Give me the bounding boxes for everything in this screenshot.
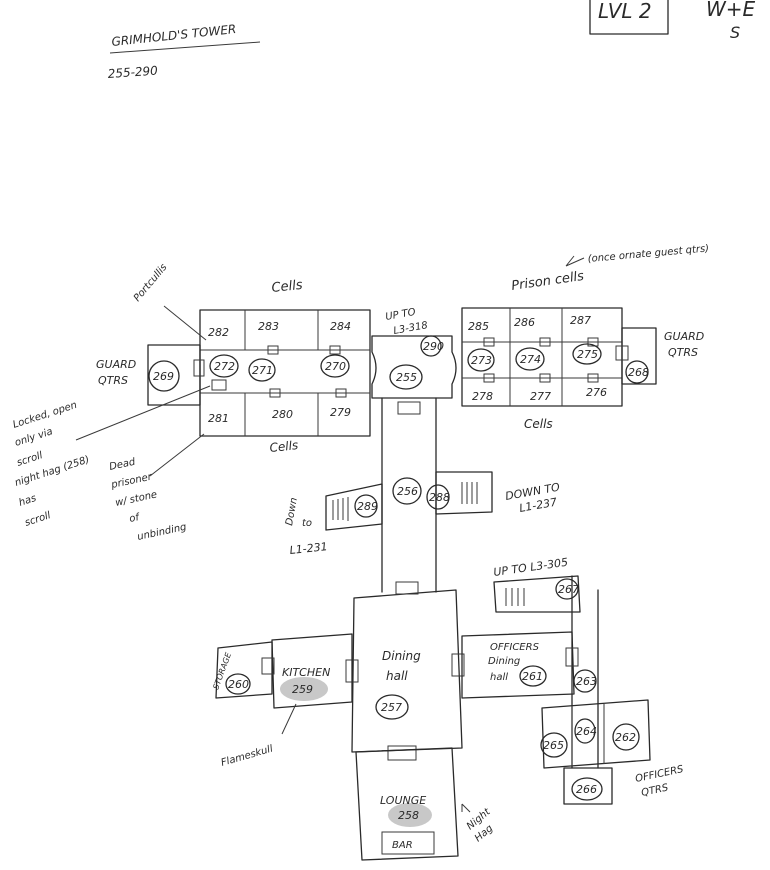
room-266: 266 xyxy=(576,783,597,796)
level-label: LVL 2 xyxy=(598,0,652,23)
compass-label: W+E xyxy=(706,0,756,21)
east-stair-wing xyxy=(435,471,493,515)
label-dead-1: Dead xyxy=(108,457,137,473)
room-289: 289 xyxy=(357,500,378,513)
level-box xyxy=(589,0,669,35)
label-officers-qtrs-a: OFFICERS xyxy=(634,764,685,785)
room-278: 278 xyxy=(472,390,493,403)
east-guard-qtrs xyxy=(615,327,657,385)
label-up-to-318-b: L3-318 xyxy=(393,320,429,337)
room-287: 287 xyxy=(570,314,591,327)
room-267: 267 xyxy=(558,583,579,596)
compass-south: S xyxy=(730,23,740,42)
lounge xyxy=(355,747,459,861)
label-down-231-a: Down xyxy=(284,497,300,527)
room-261: 261 xyxy=(522,670,543,683)
label-locked-6: scroll xyxy=(24,510,53,529)
label-cells-top: Cells xyxy=(271,278,304,296)
label-bar: BAR xyxy=(392,840,413,851)
room-numbers: 255 256 257 258 259 260 261 262 263 264 … xyxy=(148,314,649,822)
room-280: 280 xyxy=(272,408,293,421)
label-lounge: LOUNGE xyxy=(380,794,426,807)
label-locked-1: Locked, open xyxy=(12,400,79,431)
label-dining-hall-a: Dining xyxy=(382,649,421,663)
label-cells-bottom: Cells xyxy=(269,438,299,455)
room-256: 256 xyxy=(397,485,418,498)
room-268: 268 xyxy=(628,366,649,379)
label-dead-5: unbinding xyxy=(136,522,187,543)
room-288: 288 xyxy=(429,491,450,504)
label-portcullis: Portcullis xyxy=(132,262,170,304)
west-guard-qtrs xyxy=(147,344,227,406)
room-272: 272 xyxy=(214,360,235,373)
label-down-231-c: L1-231 xyxy=(289,540,328,557)
label-locked-5: has xyxy=(18,493,38,509)
room-range: 255-290 xyxy=(107,64,158,81)
storage xyxy=(215,641,275,699)
officers-quarters xyxy=(541,699,651,805)
label-officers-dining-c: hall xyxy=(490,672,508,683)
room-282: 282 xyxy=(208,326,229,339)
label-flameskull: Flameskull xyxy=(220,744,275,769)
label-dead-4: of xyxy=(128,512,141,525)
label-locked-2: only via xyxy=(14,426,55,449)
label-officers-dining-a: OFFICERS xyxy=(490,642,540,653)
label-up-to-318: UP TO xyxy=(385,307,417,323)
room-284: 284 xyxy=(330,320,351,333)
label-locked-3: scroll xyxy=(16,450,45,469)
room-290: 290 xyxy=(423,340,444,353)
officers-stair-corridor xyxy=(493,575,599,769)
label-guard-west: GUARD xyxy=(96,358,136,371)
map-labels: Cells Cells Prison cells Cells (once orn… xyxy=(12,243,710,851)
room-263: 263 xyxy=(576,675,597,688)
label-guard-east: GUARD xyxy=(664,330,704,343)
label-up-to-305: UP TO L3-305 xyxy=(493,556,569,579)
label-officers-qtrs-b: QTRS xyxy=(640,782,670,799)
room-275: 275 xyxy=(577,348,598,361)
room-270: 270 xyxy=(325,360,346,373)
west-stair-wing xyxy=(325,483,383,531)
room-283: 283 xyxy=(258,320,279,333)
label-guard-west-2: QTRS xyxy=(98,374,128,387)
room-271: 271 xyxy=(252,364,273,377)
room-269: 269 xyxy=(153,370,174,383)
room-281: 281 xyxy=(208,412,229,425)
room-264: 264 xyxy=(576,725,597,738)
room-276: 276 xyxy=(586,386,607,399)
room-259: 259 xyxy=(292,683,313,696)
room-286: 286 xyxy=(514,316,535,329)
room-260: 260 xyxy=(228,678,249,691)
room-273: 273 xyxy=(471,354,492,367)
room-277: 277 xyxy=(530,390,551,403)
title-underline xyxy=(109,41,261,54)
room-255: 255 xyxy=(396,371,417,384)
central-hub xyxy=(371,335,457,415)
label-dead-2: prisoner xyxy=(109,471,153,491)
room-279: 279 xyxy=(330,406,351,419)
label-kitchen: KITCHEN xyxy=(282,666,330,679)
room-285: 285 xyxy=(468,320,489,333)
officers-dining-hall xyxy=(461,631,575,699)
label-down-231-b: to xyxy=(302,518,312,529)
label-prison-cells: Prison cells xyxy=(510,269,585,294)
room-262: 262 xyxy=(615,731,636,744)
room-258: 258 xyxy=(398,809,419,822)
label-officers-dining-b: Dining xyxy=(488,656,520,667)
label-dining-hall-b: hall xyxy=(386,669,408,683)
room-265: 265 xyxy=(543,739,564,752)
label-guard-east-2: QTRS xyxy=(668,346,698,359)
room-257: 257 xyxy=(381,701,402,714)
room-274: 274 xyxy=(520,353,541,366)
label-prison-cells-bottom: Cells xyxy=(524,417,553,431)
label-dead-3: w/ stone xyxy=(114,489,158,509)
kitchen xyxy=(271,633,353,709)
label-ornate-note: (once ornate guest qtrs) xyxy=(587,243,709,265)
